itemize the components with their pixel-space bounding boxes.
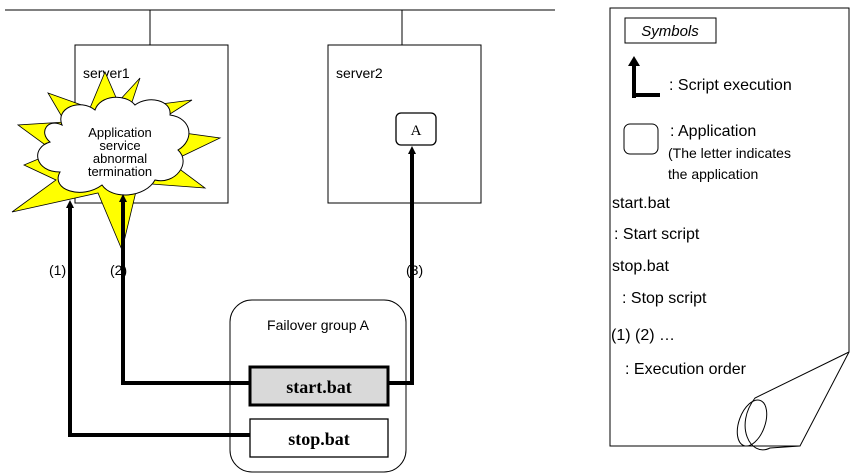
legend-order-example: (1) (2) … [611,327,675,344]
failover-group-title: Failover group A [267,317,370,333]
legend-start-bat: start.bat [612,195,670,212]
legend-application-line1: : Application [670,123,756,140]
script-execution-icon [632,60,660,98]
legend-title: Symbols [641,23,699,40]
legend-title-box [624,17,717,44]
fault-text-line1: Application [88,125,152,140]
execution-arrows: (1) (2) (3) [49,146,423,437]
network-bus [5,9,555,45]
legend-application-line2: (The letter indicates [668,145,791,161]
arrow-step1 [66,200,250,437]
legend-panel: Symbols : Script execution : Application… [609,7,850,451]
script-execution-arrowhead-icon [628,56,640,66]
fault-text-line3: abnormal [93,151,147,166]
start-bat-box [248,365,390,407]
step3-label: (3) [406,262,423,278]
application-symbol-icon [623,123,659,155]
start-bat-label: start.bat [286,377,352,397]
application-fault-burst: Application service abnormal termination [11,70,222,252]
server1-label: server1 [83,65,130,81]
page-curl-roll-icon [736,399,768,447]
fault-text-line4: termination [88,164,152,179]
legend-start-script: : Start script [614,226,700,243]
failover-group-box: Failover group A start.bat stop.bat [229,299,407,473]
step1-label: (1) [49,262,66,278]
legend-application-line3: the application [668,166,758,182]
server2-label: server2 [336,65,383,81]
stop-bat-label: stop.bat [288,429,350,449]
step2-label: (2) [110,262,127,278]
stop-bat-box [249,418,389,458]
legend-stop-bat: stop.bat [612,258,669,275]
legend-stop-script: : Stop script [622,290,707,307]
application-a-box: A [395,112,437,146]
arrow-step3 [388,146,416,385]
legend-script-execution: : Script execution [669,77,792,94]
application-a-label: A [411,123,422,139]
fault-text-line2: service [99,138,140,153]
legend-execution-order: : Execution order [625,361,747,378]
arrow-step2 [119,194,250,385]
legend-page-outline [609,7,850,447]
fault-cloud [37,96,190,196]
server2-box: server2 [327,44,482,204]
